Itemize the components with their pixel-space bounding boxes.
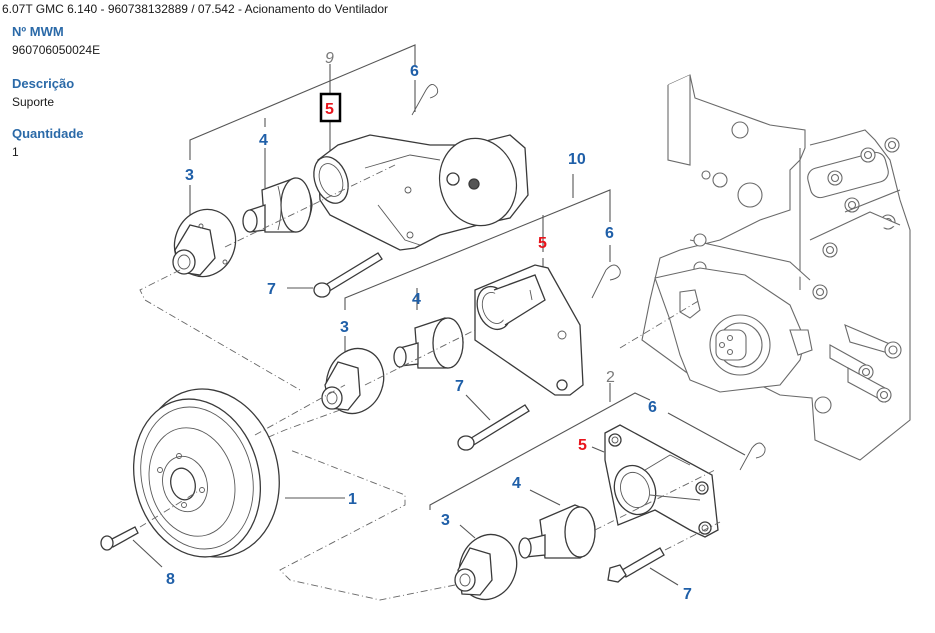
assembly-10-illustration (249, 174, 621, 451)
callout-3[interactable]: 3 (185, 167, 194, 184)
description-field: Descrição Suporte (12, 76, 74, 109)
description-label: Descrição (12, 76, 75, 91)
quantity-label: Quantidade (12, 126, 84, 141)
callout-6[interactable]: 6 (605, 225, 614, 242)
callout-2[interactable]: 2 (606, 369, 615, 386)
callout-4[interactable]: 4 (512, 475, 521, 492)
callout-7[interactable]: 7 (267, 281, 276, 298)
callout-7[interactable]: 7 (683, 586, 692, 603)
mwwm-number-value: 960706050024E (12, 43, 101, 57)
selected-callout-box (319, 92, 342, 123)
callout-5[interactable]: 5 (538, 235, 547, 252)
callout-8[interactable]: 8 (166, 571, 175, 588)
mwwm-number-label: Nº MWM (12, 24, 64, 39)
pulley-illustration (100, 384, 346, 568)
engine-block-illustration (619, 74, 911, 461)
callout-4[interactable]: 4 (259, 132, 268, 149)
callout-1[interactable]: 1 (348, 491, 357, 508)
callout-5[interactable]: 5 (578, 437, 587, 454)
assembly-9-illustration (139, 44, 529, 391)
callout-3[interactable]: 3 (340, 319, 349, 336)
callout-10[interactable]: 10 (568, 151, 586, 168)
quantity-value: 1 (12, 145, 19, 159)
callout-7[interactable]: 7 (455, 378, 464, 395)
assembly-2-illustration (279, 383, 766, 601)
callout-6[interactable]: 6 (648, 399, 657, 416)
callout-5-selected[interactable]: 5 (325, 101, 334, 118)
callout-3[interactable]: 3 (441, 512, 450, 529)
quantity-field: Quantidade 1 (12, 126, 84, 159)
callout-6[interactable]: 6 (410, 63, 419, 80)
callout-9[interactable]: 9 (325, 50, 334, 67)
mwwm-number-field: Nº MWM 960706050024E (12, 24, 100, 57)
callout-4[interactable]: 4 (412, 291, 421, 308)
description-value: Suporte (12, 95, 55, 109)
page-title: 6.07T GMC 6.140 - 960738132889 / 07.542 … (2, 2, 389, 16)
